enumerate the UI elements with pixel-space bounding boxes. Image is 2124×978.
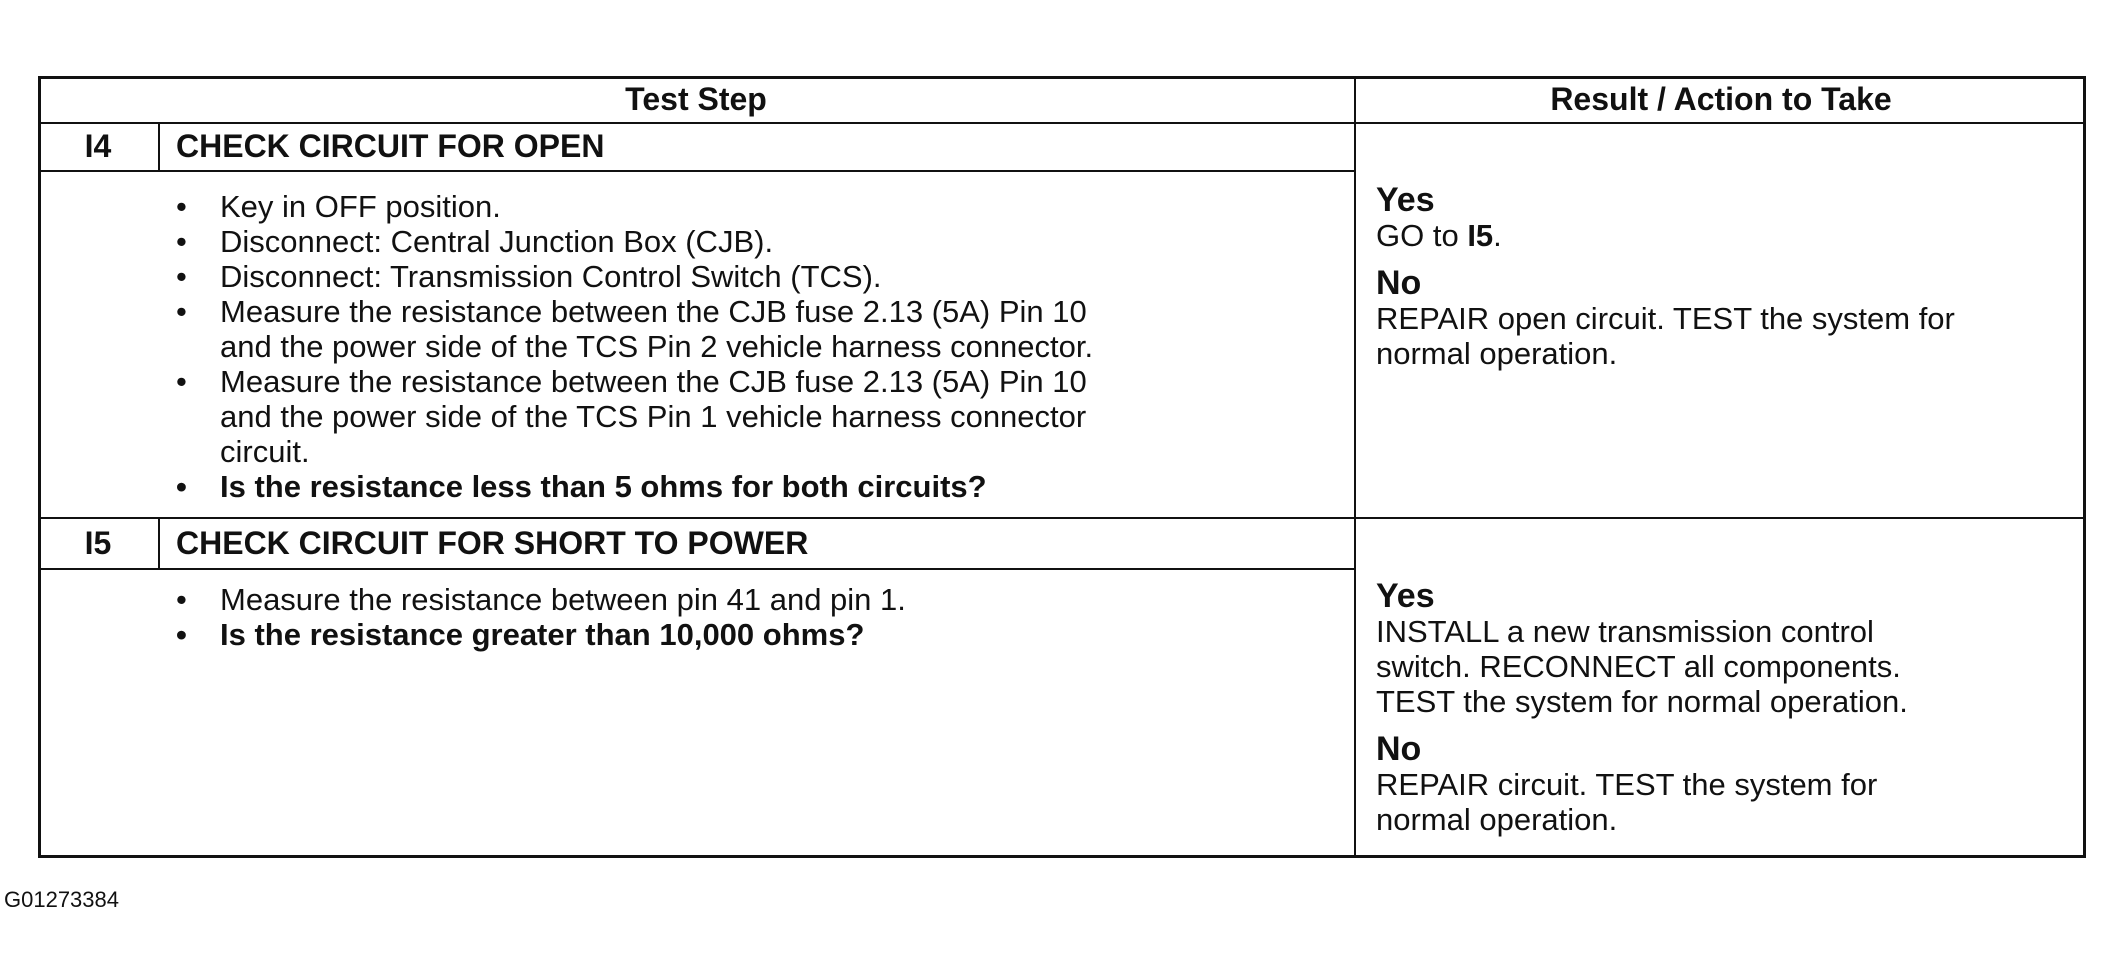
- step-i4-id-divider: [158, 122, 160, 170]
- step-i5-id: I5: [84, 525, 112, 561]
- step-i5-yes-action-line: TEST the system for normal operation.: [1376, 684, 1908, 719]
- step-i5-instructions: Measure the resistance between pin 41 an…: [170, 582, 906, 652]
- step-i4-yes-label: Yes: [1376, 181, 1435, 219]
- step-i4-no-action-line: normal operation.: [1376, 336, 1618, 371]
- step-divider: [38, 517, 2086, 519]
- list-item: Disconnect: Central Junction Box (CJB).: [170, 224, 1093, 259]
- yes-action-suffix: .: [1493, 218, 1502, 253]
- step-i5-no-action-line: REPAIR circuit. TEST the system for: [1376, 767, 1878, 802]
- step-i4-no-action-line: REPAIR open circuit. TEST the system for: [1376, 301, 1955, 336]
- header-result-action: Result / Action to Take: [1550, 81, 1892, 117]
- step-i5-no-label: No: [1376, 730, 1422, 768]
- step-i4-yes-action: GO to I5.: [1376, 218, 1955, 253]
- step-i5-question: Is the resistance greater than 10,000 oh…: [170, 617, 906, 652]
- yes-action-prefix: GO to: [1376, 218, 1468, 253]
- step-i5-id-divider: [158, 517, 160, 568]
- procedure-table: [38, 76, 2086, 858]
- list-item: Key in OFF position.: [170, 189, 1093, 224]
- step-i5-no-action-line: normal operation.: [1376, 802, 1618, 837]
- step-i4-id: I4: [84, 128, 112, 164]
- yes-action-step-ref: I5: [1467, 218, 1494, 253]
- list-item-line: circuit.: [220, 434, 310, 469]
- header-test-step: Test Step: [625, 81, 767, 117]
- step-i4-no-label: No: [1376, 264, 1422, 302]
- step-i5-title-divider: [38, 568, 1356, 570]
- step-i5-result: Yes INSTALL a new transmission control s…: [1376, 578, 1908, 837]
- step-i4-question: Is the resistance less than 5 ohms for b…: [170, 469, 1093, 504]
- figure-id: G01273384: [4, 887, 119, 912]
- step-i5-title: CHECK CIRCUIT FOR SHORT TO POWER: [176, 525, 809, 561]
- list-item: Measure the resistance between the CJB f…: [170, 364, 1093, 469]
- step-i5-yes-label: Yes: [1376, 577, 1435, 615]
- list-item: Measure the resistance between pin 41 an…: [170, 582, 906, 617]
- list-item: Disconnect: Transmission Control Switch …: [170, 259, 1093, 294]
- step-i4-result: Yes GO to I5. No REPAIR open circuit. TE…: [1376, 182, 1955, 371]
- list-item-line: and the power side of the TCS Pin 1 vehi…: [220, 399, 1087, 434]
- header-divider: [38, 122, 2086, 124]
- step-i4-title-divider: [38, 170, 1356, 172]
- list-item-line: Measure the resistance between the CJB f…: [220, 364, 1087, 399]
- list-item-line: and the power side of the TCS Pin 2 vehi…: [220, 329, 1094, 364]
- list-item-line: Measure the resistance between the CJB f…: [220, 294, 1087, 329]
- step-i5-yes-action-line: switch. RECONNECT all components.: [1376, 649, 1901, 684]
- column-divider: [1354, 76, 1356, 858]
- list-item: Measure the resistance between the CJB f…: [170, 294, 1093, 364]
- step-i5-yes-action-line: INSTALL a new transmission control: [1376, 614, 1874, 649]
- step-i4-title: CHECK CIRCUIT FOR OPEN: [176, 128, 605, 164]
- step-i4-instructions: Key in OFF position. Disconnect: Central…: [170, 189, 1093, 504]
